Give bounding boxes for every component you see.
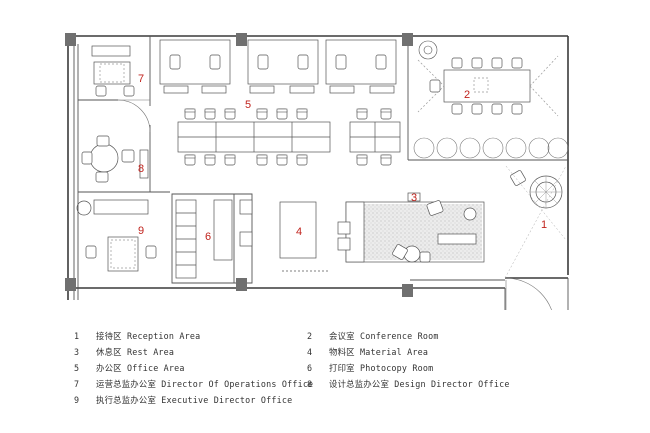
conference-glass-partition [413,137,569,159]
floor-plan: 1 2 3 4 5 6 7 8 9 [65,33,569,310]
material-area-4 [279,201,330,272]
room-number-3: 3 [411,192,417,204]
room-number-8: 8 [138,163,144,175]
room-number-4: 4 [296,226,302,238]
plant [418,40,438,60]
room-number-7: 7 [138,73,144,85]
office-9-furniture [76,199,157,272]
room-number-2: 2 [464,89,470,101]
office-area-5-top-desks [159,39,397,94]
room-numbers: 1 2 3 4 5 6 7 8 9 [138,73,547,243]
reception-area-1 [504,165,567,279]
photocopy-room-6 [175,199,253,279]
office-area-5-center-desks [177,121,401,153]
office-7-furniture [91,45,135,97]
conference-room-2 [417,55,559,117]
room-number-5: 5 [245,99,251,111]
room-number-6: 6 [205,231,211,243]
office-8-furniture [81,135,149,183]
room-number-1: 1 [541,219,547,231]
door-swings [117,99,552,310]
rest-area-3 [337,192,485,263]
inner-walls [73,36,569,310]
room-number-9: 9 [138,225,144,237]
columns [65,33,413,297]
